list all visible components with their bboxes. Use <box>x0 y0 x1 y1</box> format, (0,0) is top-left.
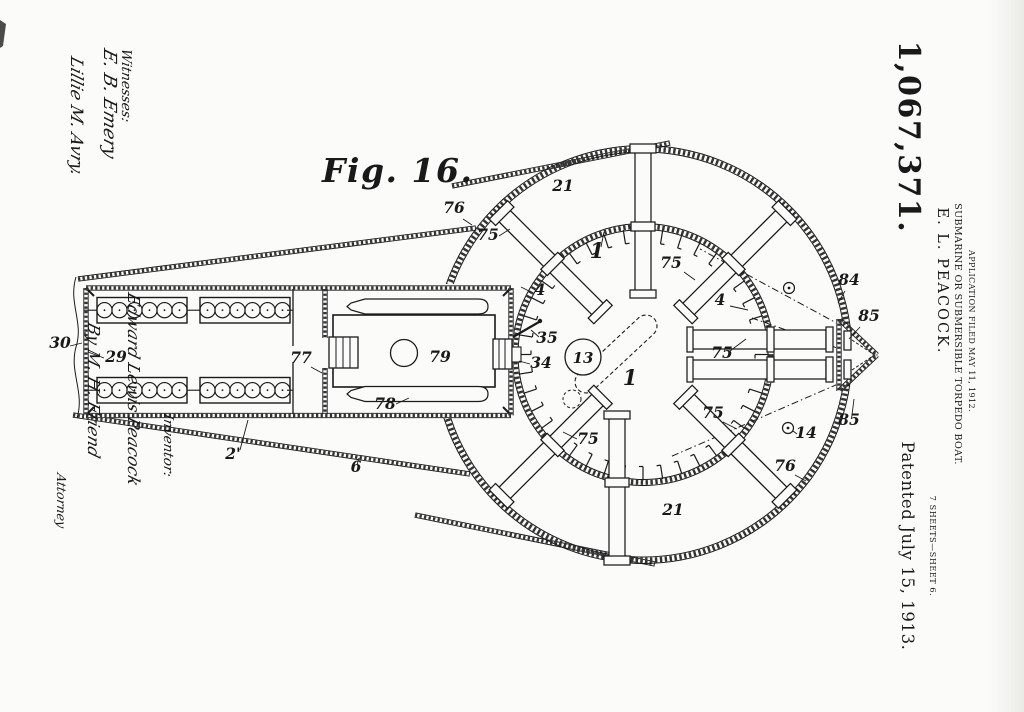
reference-label: 4 <box>715 290 726 309</box>
reference-label: 34 <box>530 353 552 372</box>
figure-label: Fig. 16. <box>321 151 473 190</box>
attorney-byline-signature: By M. H. Friend <box>84 319 104 460</box>
reference-label: 13 <box>573 349 594 367</box>
application-line: APPLICATION FILED MAY 11, 1912. <box>967 249 976 412</box>
reference-label: 1 <box>623 365 638 390</box>
reference-leader <box>240 420 248 450</box>
inventor-signature: Edward Lewis Peacock <box>124 290 144 489</box>
reference-label: 79 <box>429 347 451 366</box>
reference-label: 85 <box>858 306 880 325</box>
reference-label: 78 <box>374 394 396 413</box>
reference-label: 75 <box>477 225 499 244</box>
sheet-info: 7 SHEETS—SHEET 6. <box>928 496 937 596</box>
patent-number: 1,067,371. <box>891 41 926 233</box>
witness-signature-1: E. B. Emery <box>99 45 120 161</box>
reference-label: 75 <box>711 343 733 362</box>
reference-leader <box>499 229 510 236</box>
reference-label: 76 <box>443 198 465 217</box>
reference-label: 76 <box>774 456 796 475</box>
reference-leader <box>730 306 748 310</box>
scan-smudge <box>0 20 6 48</box>
reference-label: 2' <box>224 444 241 463</box>
bow-wedge <box>836 316 879 394</box>
header-block: 1,067,371. E. L. PEACOCK. SUBMARINE OR S… <box>891 41 976 651</box>
witness-signature-2: Lillie M. Avry. <box>66 53 86 178</box>
reference-label: 1 <box>590 238 605 263</box>
reference-label: 21 <box>551 176 574 195</box>
reference-leader <box>684 272 695 280</box>
reference-label: 85 <box>838 410 860 429</box>
reference-label: 75 <box>702 403 724 422</box>
reference-label: 21 <box>661 500 684 519</box>
reference-label: 29 <box>104 347 127 366</box>
reference-label: 77 <box>290 348 312 367</box>
reference-label: 75 <box>660 253 682 272</box>
reference-label: 75 <box>577 429 599 448</box>
reference-label: 14 <box>795 423 817 442</box>
reference-label: 35 <box>536 328 558 347</box>
reference-leader <box>463 219 472 225</box>
attorney-label: Attorney <box>54 471 69 530</box>
patent-inventor-name: E. L. PEACOCK. <box>934 208 950 355</box>
reference-label: 84 <box>838 270 860 289</box>
reference-label: 4 <box>535 280 546 299</box>
inventor-label: Inventor: <box>160 412 176 479</box>
patent-title: SUBMARINE OR SUBMERSIBLE TORPEDO BOAT. <box>952 203 963 465</box>
reference-label: 30 <box>49 333 71 352</box>
reference-label: 6 <box>351 457 362 476</box>
patent-date: Patented July 15, 1913. <box>898 441 917 650</box>
